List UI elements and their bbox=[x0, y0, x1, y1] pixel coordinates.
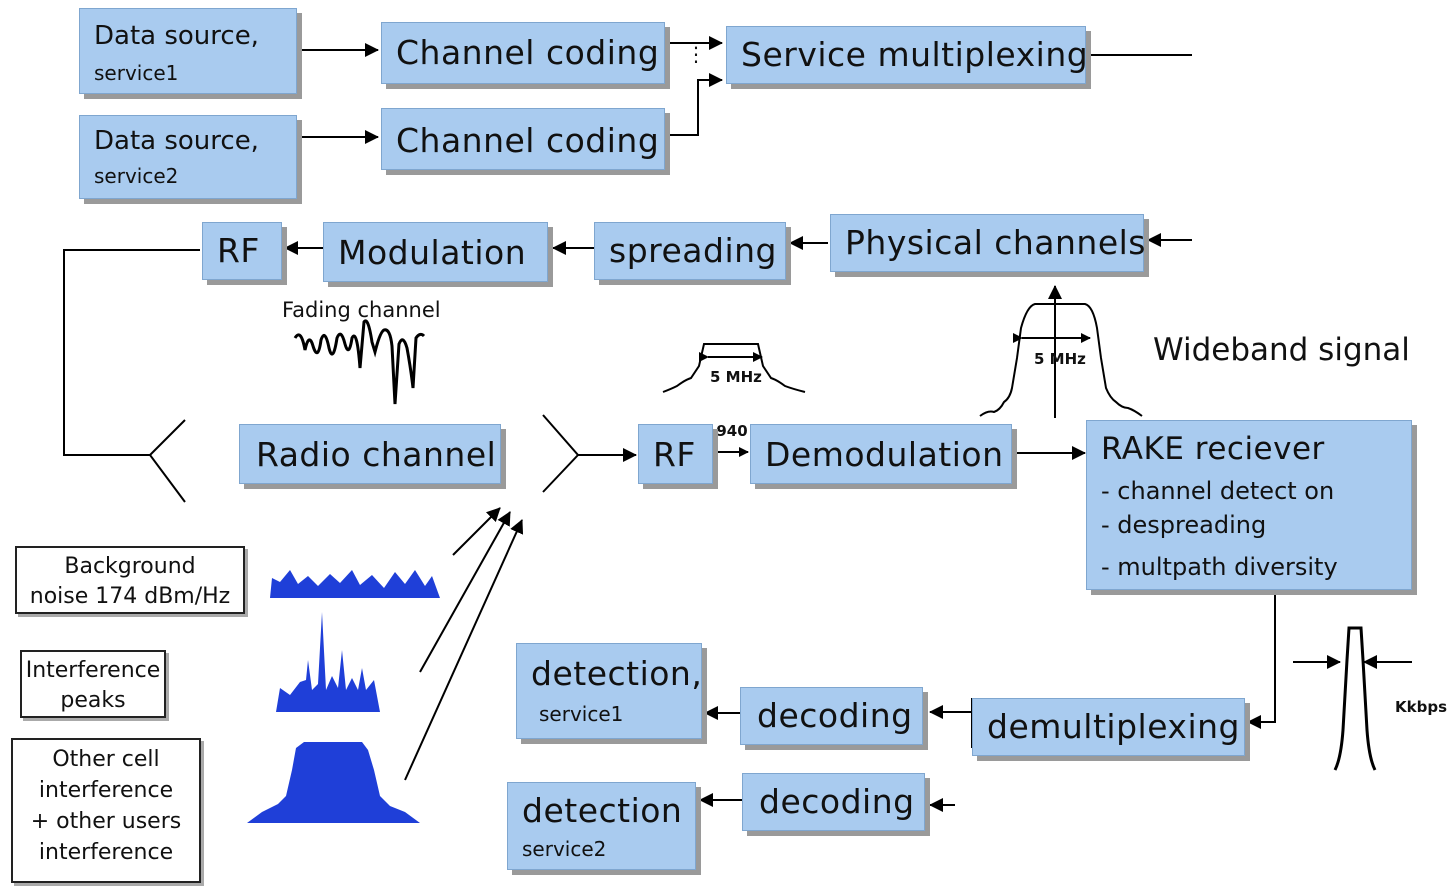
block-subtitle: service1 bbox=[539, 702, 624, 726]
block-label: RF bbox=[217, 231, 260, 270]
other-cell-interference-spectrum bbox=[247, 742, 420, 823]
block-label: Physical channels bbox=[845, 223, 1147, 262]
rake-title: RAKE reciever bbox=[1101, 431, 1325, 467]
other-cell-interference-box: Other cell interference + other users in… bbox=[11, 738, 201, 883]
decoding-2-block[interactable]: decoding bbox=[742, 773, 925, 831]
interference-peaks-spectrum bbox=[276, 612, 380, 712]
physical-channels-block[interactable]: Physical channels bbox=[830, 214, 1147, 272]
wideband-signal-label: Wideband signal bbox=[1153, 332, 1410, 368]
block-label: RF bbox=[653, 435, 696, 474]
tx-feed-line bbox=[63, 249, 200, 456]
detection-service1-block[interactable]: detection, service1 bbox=[516, 643, 702, 739]
block-label: Radio channel bbox=[256, 435, 497, 474]
modulation-block[interactable]: Modulation bbox=[323, 222, 548, 282]
bw-label-5mhz-a: 5 MHz bbox=[710, 368, 762, 386]
other-cell-line-4: interference bbox=[38, 840, 174, 865]
fading-channel-icon bbox=[293, 319, 426, 405]
spreading-block[interactable]: spreading bbox=[594, 222, 786, 280]
spectrum-wideband-icon bbox=[979, 303, 1143, 417]
spectrum-narrow-icon bbox=[1333, 626, 1377, 771]
rake-line-2: - despreading bbox=[1101, 511, 1267, 539]
rake-receiver-block[interactable]: RAKE reciever - channel detect on - desp… bbox=[1086, 420, 1412, 590]
arrow-rake-demux bbox=[1247, 595, 1276, 729]
rf-tx-block[interactable]: RF bbox=[202, 222, 282, 280]
arrow-noise-1 bbox=[452, 507, 501, 556]
detection-service2-block[interactable]: detection service2 bbox=[507, 782, 696, 870]
interference-line-2: peaks bbox=[60, 688, 126, 713]
noise-line-1: Background bbox=[64, 554, 196, 579]
block-title: Data source, bbox=[94, 126, 259, 156]
block-subtitle: service1 bbox=[94, 61, 179, 85]
background-noise-spectrum bbox=[270, 570, 440, 598]
block-label: Demodulation bbox=[765, 435, 1004, 474]
rake-line-3: - multpath diversity bbox=[1101, 553, 1338, 581]
channel-coding-2-block[interactable]: Channel coding bbox=[381, 108, 665, 170]
demultiplexing-block[interactable]: demultiplexing bbox=[972, 698, 1245, 756]
block-label: spreading bbox=[609, 231, 777, 270]
block-label: Service multiplexing bbox=[741, 35, 1089, 74]
block-title: detection bbox=[522, 791, 683, 830]
radio-channel-block[interactable]: Radio channel bbox=[239, 424, 501, 484]
noise-line-2: noise 174 dBm/Hz bbox=[29, 584, 231, 609]
other-cell-line-3: + other users bbox=[30, 809, 182, 834]
data-rate-label: Kkbps bbox=[1395, 698, 1448, 716]
block-title: detection, bbox=[531, 654, 703, 693]
interference-line-1: Interference bbox=[25, 658, 161, 683]
rx-antenna-icon bbox=[542, 414, 580, 493]
background-noise-box: Background noise 174 dBm/Hz bbox=[15, 546, 245, 614]
fading-channel-label: Fading channel bbox=[282, 298, 441, 322]
block-title: Data source, bbox=[94, 21, 259, 51]
data-source-service1-block[interactable]: Data source, service1 bbox=[79, 8, 297, 94]
tx-antenna-icon bbox=[148, 419, 186, 503]
block-label: decoding bbox=[759, 782, 915, 821]
bw-label-5mhz-b: 5 MHz bbox=[1034, 350, 1086, 368]
arrow-noise-3 bbox=[404, 519, 524, 781]
demodulation-block[interactable]: Demodulation bbox=[750, 424, 1012, 484]
block-label: Modulation bbox=[338, 233, 527, 272]
other-cell-line-1: Other cell bbox=[52, 747, 160, 772]
channel-coding-1-block[interactable]: Channel coding bbox=[381, 22, 665, 84]
interference-peaks-box: Interference peaks bbox=[20, 650, 166, 718]
spectrum-5mhz-icon bbox=[662, 343, 806, 393]
service-multiplexing-block[interactable]: Service multiplexing bbox=[726, 26, 1089, 84]
block-label: Channel coding bbox=[396, 121, 660, 160]
arrow-noise-2 bbox=[419, 511, 511, 673]
other-cell-line-2: interference bbox=[38, 778, 174, 803]
block-subtitle: service2 bbox=[94, 164, 179, 188]
arrow-cc2-mux bbox=[665, 73, 723, 136]
block-label: decoding bbox=[757, 696, 913, 735]
ellipsis-dots: ⋮ bbox=[686, 42, 706, 66]
rake-line-1: - channel detect on bbox=[1101, 477, 1335, 505]
block-subtitle: service2 bbox=[522, 837, 607, 861]
block-label: Channel coding bbox=[396, 33, 660, 72]
rf-rx-block[interactable]: RF bbox=[638, 424, 713, 484]
block-label: demultiplexing bbox=[987, 707, 1240, 746]
data-source-service2-block[interactable]: Data source, service2 bbox=[79, 115, 297, 199]
decoding-1-block[interactable]: decoding bbox=[740, 687, 923, 745]
